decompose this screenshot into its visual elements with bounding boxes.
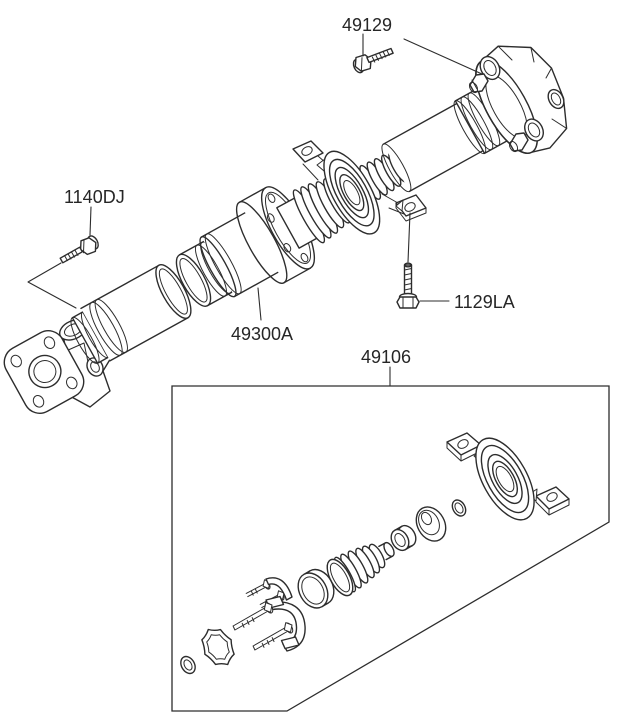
kit-bellows-boot [326, 541, 395, 597]
part-label-49129: 49129 [342, 15, 392, 35]
leader-lines [27, 33, 483, 387]
kit-lower-clamp [232, 595, 306, 652]
bearing-kit-box [171, 385, 610, 712]
leader-49300A [257, 287, 262, 321]
leader-1129LA-install [407, 212, 411, 263]
leader-1140DJ [89, 206, 92, 236]
part-label-1140DJ: 1140DJ [64, 187, 125, 207]
yoke-flange-plate [3, 330, 85, 414]
kit-o-ring [180, 655, 196, 675]
bolt-1140DJ [59, 235, 99, 264]
part-label-49300A: 49300A [231, 324, 293, 344]
part-labels: 49129 1140DJ 49300A 1129LA 49106 [64, 15, 515, 367]
leader-49129-install [403, 38, 483, 75]
end-companion-flange [468, 45, 568, 154]
kit-gasket [201, 628, 235, 666]
part-label-1129LA: 1129LA [454, 292, 515, 312]
kit-boundary-box [171, 385, 610, 712]
part-label-49106: 49106 [361, 347, 411, 367]
bolt-1129LA [396, 262, 420, 309]
kit-dust-seal [415, 506, 447, 542]
propeller-shaft-assembly [3, 45, 568, 414]
kit-ring-collar [297, 568, 335, 609]
kit-center-bearing-bracket [446, 432, 570, 521]
kit-bushing [390, 524, 417, 552]
leader-1140DJ-install [27, 262, 77, 309]
kit-o-ring-small [451, 499, 467, 517]
center-bearing-support [292, 140, 427, 235]
bolt-49129 [352, 47, 394, 74]
front-tube [80, 264, 192, 362]
